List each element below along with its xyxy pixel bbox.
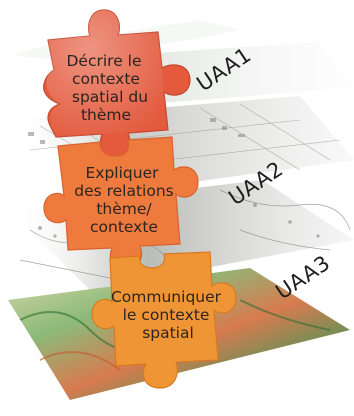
puzzle-piece-uaa3: Communiquer le contexte spatial: [91, 251, 237, 389]
piece-2-line-3: thème/: [96, 200, 152, 218]
piece-1-line-3: spatial du: [72, 88, 148, 106]
piece-3-line-3: spatial: [142, 324, 194, 342]
puzzle-piece-2-shape: [43, 136, 199, 271]
label-uaa3: UAA3: [271, 251, 334, 304]
piece-1-line-4: thème: [81, 106, 131, 124]
piece-2-line-1: Expliquer: [86, 164, 160, 182]
piece-2-line-2: des relations: [74, 182, 174, 200]
piece-2-line-4: contexte: [90, 218, 158, 236]
piece-1-line-2: contexte: [72, 70, 140, 88]
piece-3-line-1: Communiquer: [111, 288, 222, 306]
puzzle-piece-uaa2: Expliquer des relations thème/ contexte: [43, 136, 199, 271]
piece-1-line-1: Décrire le: [66, 52, 141, 70]
puzzle-piece-3-shape: [91, 251, 237, 389]
puzzle-piece-uaa1: Décrire le contexte spatial du thème: [43, 9, 191, 160]
piece-3-line-2: le contexte: [123, 306, 210, 324]
